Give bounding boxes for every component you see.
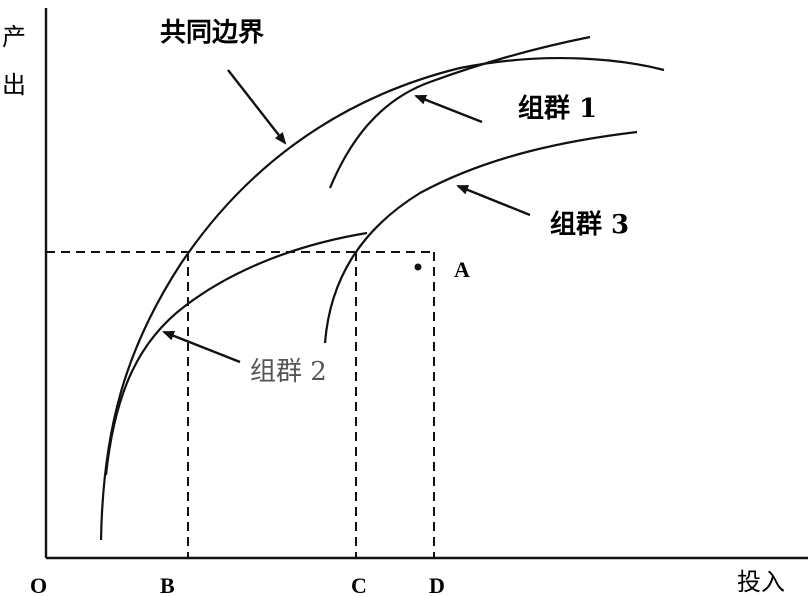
group3-arrow: [456, 184, 531, 217]
y-axis-title-char-2: 出: [2, 71, 26, 99]
group2-label: 组群 2: [250, 357, 327, 387]
group1-arrow: [414, 94, 483, 124]
origin-label: O: [30, 573, 47, 596]
group2-arrow: [162, 330, 241, 364]
group1-curve: [328, 35, 591, 189]
x-axis-title: 投入: [737, 568, 785, 596]
tick-label-b: B: [160, 573, 175, 596]
y-axis-title-char-1: 产: [2, 23, 26, 51]
meta-frontier-arrow: [227, 69, 287, 145]
group3-curve: [323, 130, 638, 344]
tick-label-c: C: [351, 573, 367, 596]
group2-curve: [104, 231, 368, 476]
tick-label-d: D: [429, 573, 445, 596]
point-a-dot: [414, 263, 422, 271]
group3-label: 组群 3: [550, 209, 629, 240]
meta-frontier-label: 共同边界: [160, 18, 264, 48]
group1-label: 组群 1: [518, 93, 597, 124]
meta-frontier-curve: [99, 56, 665, 541]
point-a-label: A: [454, 257, 470, 282]
